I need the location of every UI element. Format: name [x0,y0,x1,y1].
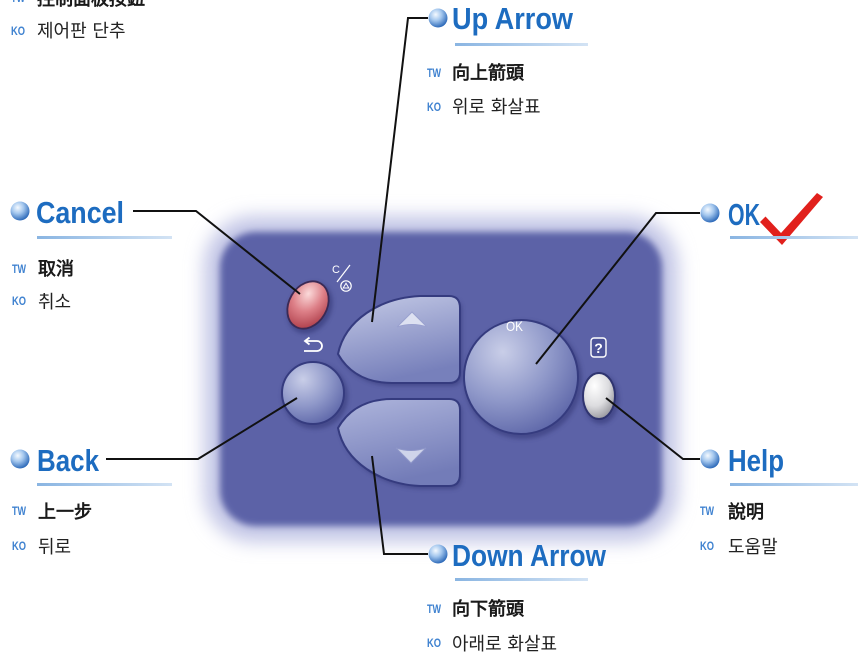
back-button [281,361,348,429]
up-arrow-callout: Up Arrow TW 向上箭頭 KO 위로 화살표 [427,1,588,118]
back-title-underline [37,483,172,486]
cancel-icon-triangle [342,282,350,289]
cancel-icon-letter: C [332,264,340,276]
down-arrow-tw-text: 向下箭頭 [452,598,525,620]
question-mark-frame [590,337,607,358]
up-triangle-icon [396,311,428,328]
up-arrow-button-face [336,295,461,384]
back-button-face [281,361,345,425]
help-ko-text: 도움말 [728,537,778,558]
back-title: Back [37,443,100,478]
ok-title-underline [730,236,858,239]
help-button [582,372,619,424]
down-arrow-title: Down Arrow [452,538,607,573]
down-arrow-ko-text: 아래로 화살표 [452,634,557,655]
help-leader-line [605,397,700,460]
back-tw-text: 上一步 [38,501,92,523]
cancel-tw-badge: TW [12,262,27,276]
return-arrow-icon [303,336,323,352]
down-arrow-ko-badge: KO [427,636,441,650]
down-arrow-tw-badge: TW [427,602,442,616]
down-arrow-leader-line [371,455,428,555]
cancel-bullet-icon [10,201,30,221]
question-mark-icon: ? [590,337,607,358]
control-panel: C OK [204,216,678,542]
ok-title: OK [728,197,760,232]
red-checkmark-icon [760,193,823,245]
cancel-title: Cancel [36,195,124,230]
back-ko-text: 뒤로 [38,537,71,558]
help-tw-text: 說明 [728,501,764,523]
help-button-face [582,372,616,420]
up-arrow-ko-badge: KO [427,100,441,114]
cancel-leader-line [133,210,301,295]
down-arrow-callout: Down Arrow TW 向下箭頭 KO 아래로 화살표 [427,538,607,655]
back-ko-badge: KO [12,539,26,553]
ok-callout: OK [700,193,858,245]
cancel-icon-slash [336,264,351,283]
ok-bullet-icon [700,203,720,223]
down-arrow-title-underline [455,578,588,581]
ok-leader-line [535,212,700,365]
back-leader-line [106,397,298,460]
help-ko-badge: KO [700,539,714,553]
help-callout: Help TW 說明 KO 도움말 [700,443,858,558]
up-arrow-title: Up Arrow [452,1,574,36]
help-bullet-icon [700,449,720,469]
back-tw-badge: TW [12,504,27,518]
help-button-label: ? [594,340,603,356]
cancel-callout: Cancel TW 取消 KO 취소 [10,195,172,313]
up-arrow-bullet-icon [428,8,448,28]
header-tw-text: 控制面板按鈕 [37,0,145,10]
back-callout: Back TW 上一步 KO 뒤로 [10,443,172,558]
up-arrow-leader-line [371,17,428,323]
up-arrow-title-underline [455,43,588,46]
cancel-icon-circle [340,280,352,292]
down-arrow-button-face [336,398,461,487]
cancel-tw-text: 取消 [38,258,74,280]
cancel-title-underline [37,236,172,239]
up-arrow-button [336,295,462,386]
ok-button-face [463,319,579,435]
header: TW 控制面板按鈕 KO 제어판 단추 [11,0,145,42]
back-bullet-icon [10,449,30,469]
help-tw-badge: TW [700,504,715,518]
up-arrow-tw-text: 向上箭頭 [452,62,525,84]
up-arrow-tw-badge: TW [427,66,442,80]
up-arrow-ko-text: 위로 화살표 [452,97,541,118]
cancel-ko-text: 취소 [38,292,71,313]
down-arrow-button [336,398,462,489]
header-ko-badge: KO [11,24,25,38]
ok-button-label: OK [506,318,524,334]
header-ko-text: 제어판 단추 [37,21,126,42]
down-triangle-icon [395,447,427,464]
cancel-ko-badge: KO [12,294,26,308]
header-tw-badge: TW [11,0,26,5]
help-title: Help [728,443,784,478]
help-title-underline [730,483,858,486]
down-arrow-bullet-icon [428,544,448,564]
cancel-stop-icon: C [332,264,352,292]
